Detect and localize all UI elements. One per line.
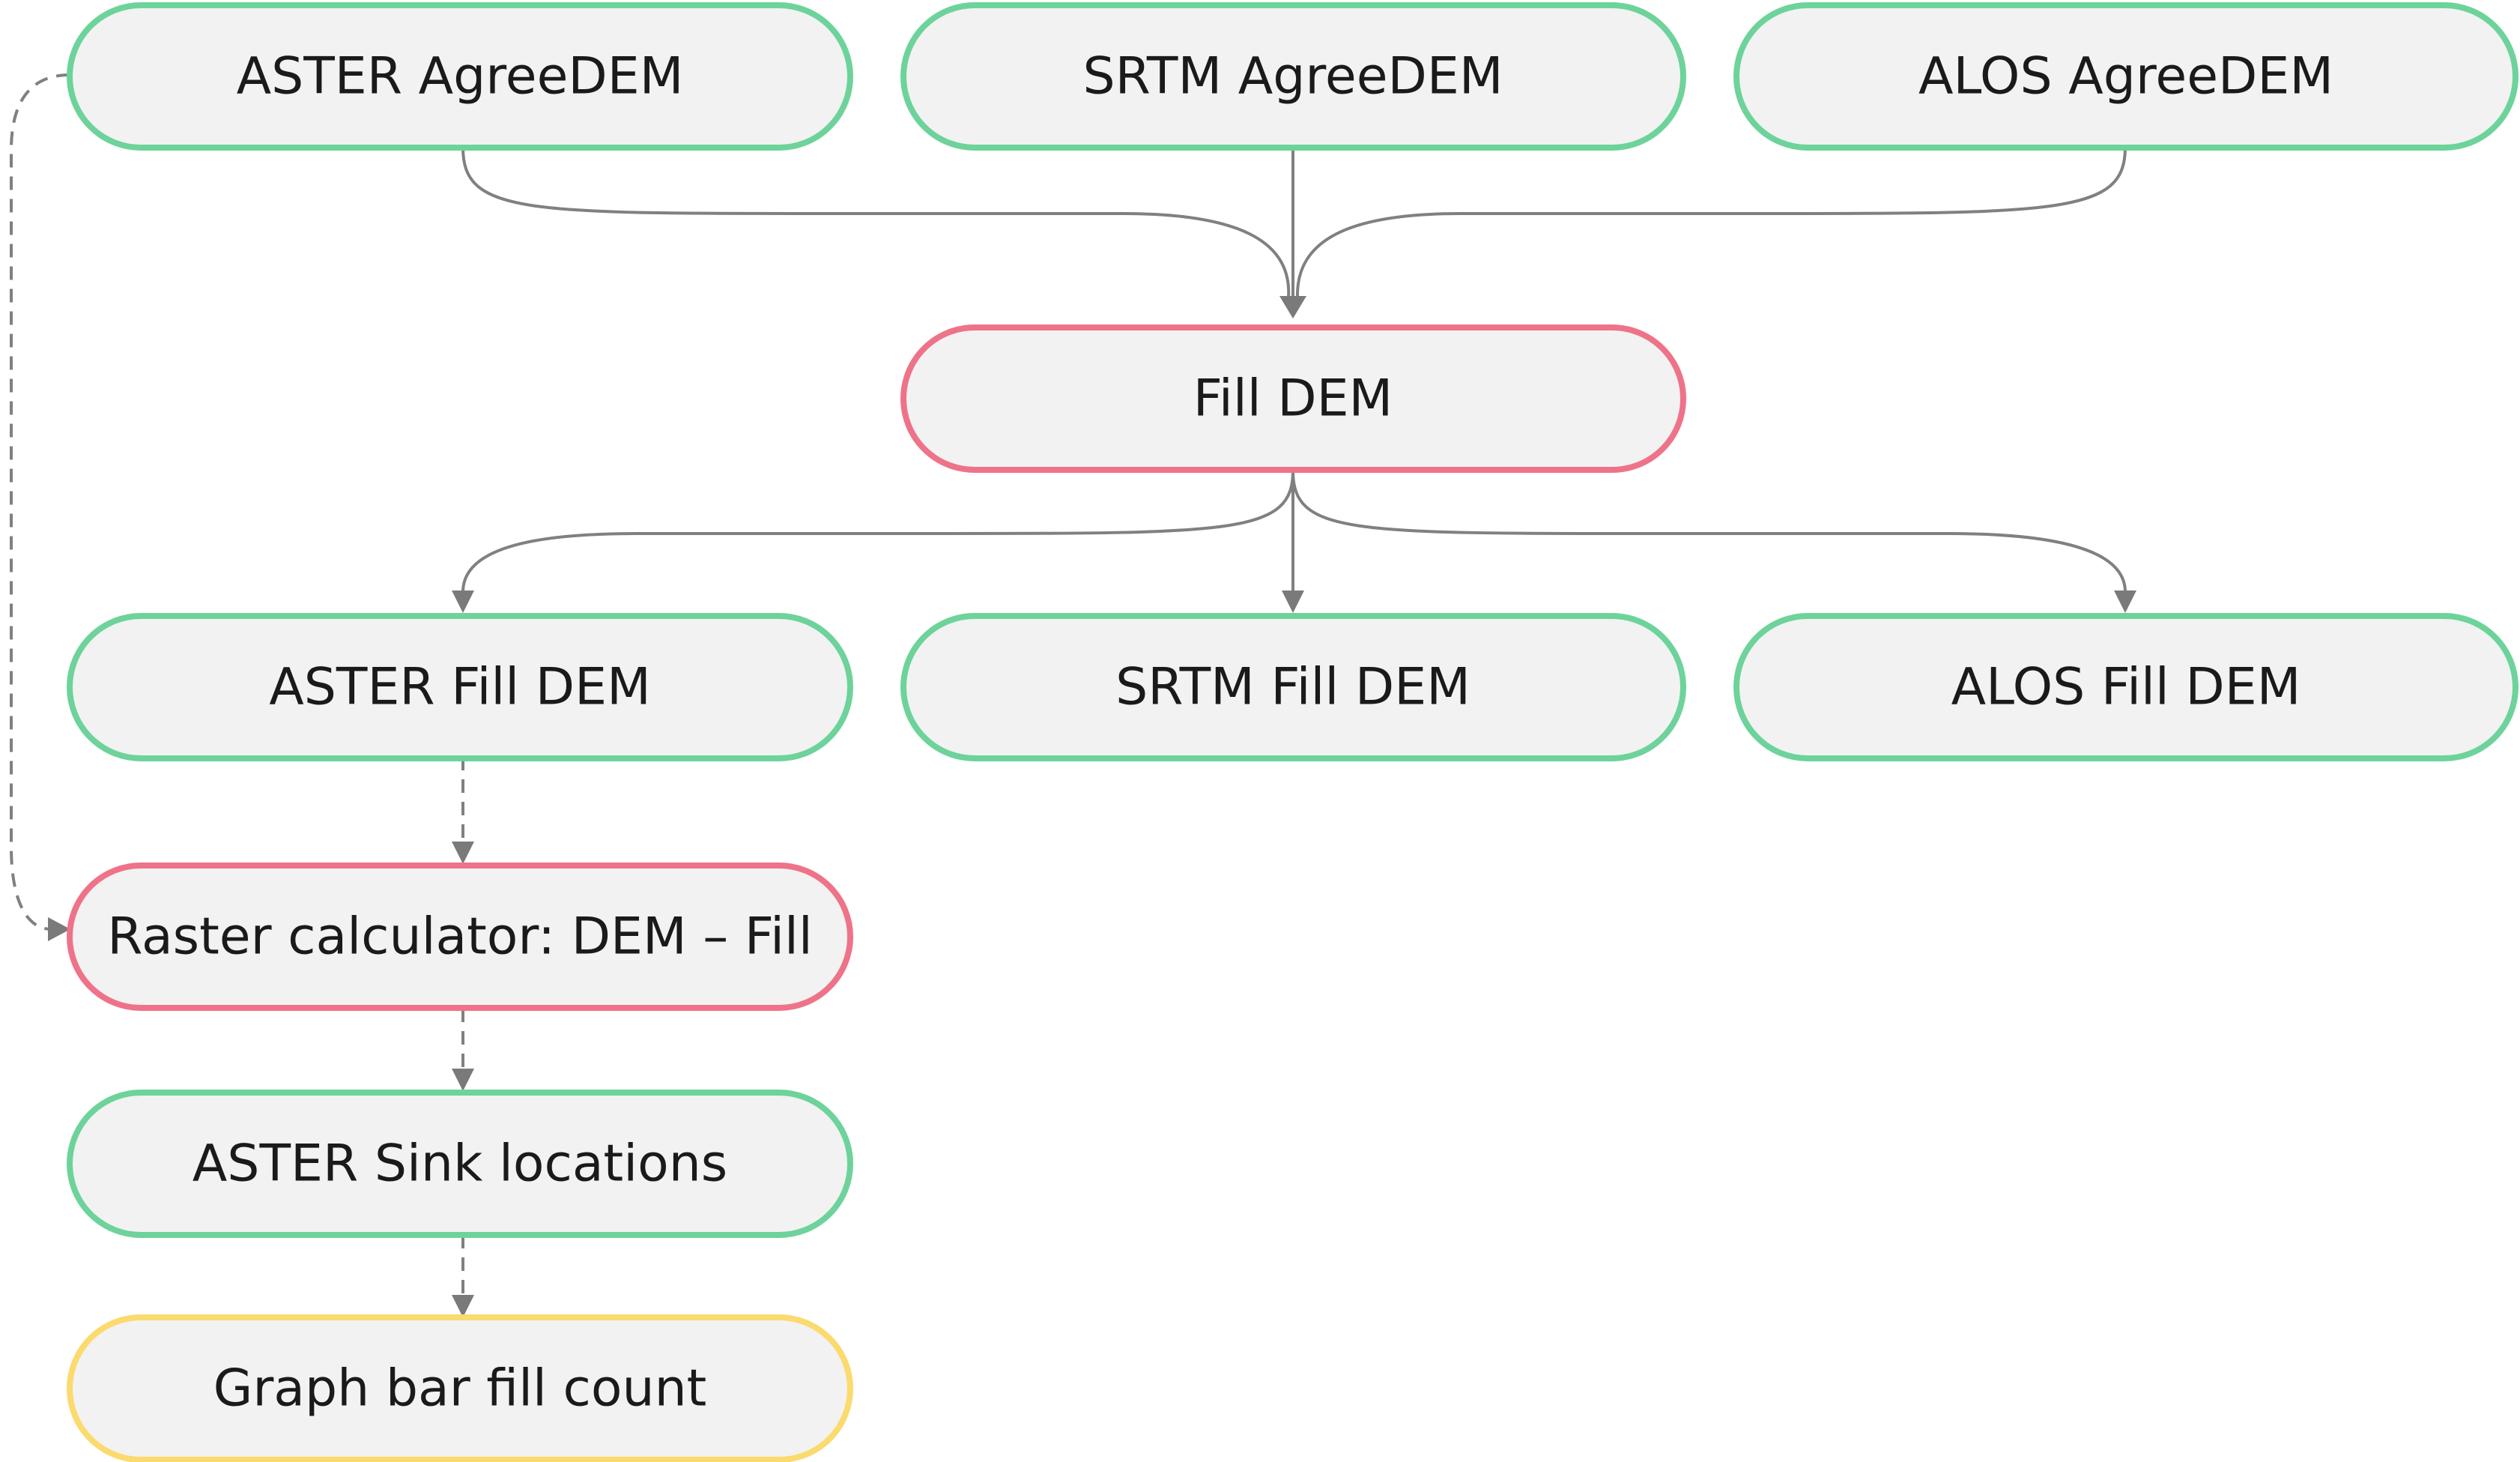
node-raster-calculator[interactable]: Raster calculator: DEM – Fill [67, 863, 853, 1011]
arrowhead-fill-dem-input [1279, 296, 1306, 318]
node-srtm-agreedem-box [900, 2, 1686, 151]
node-alos-agreedem-box [1733, 2, 2519, 151]
node-alos-fill-dem-box [1733, 613, 2519, 761]
node-raster-calculator-box [67, 863, 853, 1011]
node-fill-dem-box [900, 324, 1686, 473]
arrowhead-raster-calculator-left [48, 917, 70, 941]
arrowhead-graph-bar-fill-count [452, 1295, 474, 1317]
node-fill-dem-label: Fill DEM [1193, 369, 1393, 429]
arrowhead-alos-fill-dem [2114, 590, 2136, 613]
node-graph-bar-fill-count-box [67, 1314, 853, 1462]
node-graph-bar-fill-count[interactable]: Graph bar fill count [67, 1314, 853, 1462]
node-fill-dem[interactable]: Fill DEM [900, 324, 1686, 473]
arrowhead-aster-fill-dem [452, 590, 474, 613]
node-srtm-fill-dem-box [900, 613, 1686, 761]
edge-fill-dem-to-aster-fill-dem [461, 470, 1294, 593]
arrowhead-aster-sink-locations [452, 1069, 474, 1091]
node-alos-fill-dem[interactable]: ALOS Fill DEM [1733, 613, 2519, 761]
edge-aster-agreedem-to-raster-calculator [10, 73, 70, 931]
arrowhead-raster-calculator-top [452, 842, 474, 864]
edge-fill-dem-to-alos-fill-dem [1291, 470, 2127, 593]
node-aster-sink-locations[interactable]: ASTER Sink locations [67, 1090, 853, 1238]
node-aster-agreedem[interactable]: ASTER AgreeDEM [67, 2, 853, 151]
node-aster-sink-locations-label: ASTER Sink locations [193, 1135, 727, 1194]
node-aster-fill-dem-label: ASTER Fill DEM [269, 658, 651, 717]
node-alos-agreedem-label: ALOS AgreeDEM [1918, 47, 2333, 106]
edges [10, 73, 2136, 1317]
node-aster-agreedem-box [67, 2, 853, 151]
node-raster-calculator-label: Raster calculator: DEM – Fill [107, 907, 813, 967]
node-srtm-agreedem-label: SRTM AgreeDEM [1082, 47, 1503, 106]
node-alos-agreedem[interactable]: ALOS AgreeDEM [1733, 2, 2519, 151]
arrowhead-srtm-fill-dem [1282, 590, 1304, 613]
node-aster-fill-dem-box [67, 613, 853, 761]
edge-aster-agreedem-to-fill-dem [461, 147, 1291, 298]
node-alos-fill-dem-label: ALOS Fill DEM [1951, 658, 2301, 717]
node-aster-sink-locations-box [67, 1090, 853, 1238]
node-srtm-agreedem[interactable]: SRTM AgreeDEM [900, 2, 1686, 151]
node-srtm-fill-dem[interactable]: SRTM Fill DEM [900, 613, 1686, 761]
node-srtm-fill-dem-label: SRTM Fill DEM [1115, 658, 1470, 717]
node-aster-fill-dem[interactable]: ASTER Fill DEM [67, 613, 853, 761]
node-graph-bar-fill-count-label: Graph bar fill count [213, 1359, 707, 1419]
edge-alos-agreedem-to-fill-dem [1295, 147, 2127, 298]
node-aster-agreedem-label: ASTER AgreeDEM [237, 47, 684, 106]
